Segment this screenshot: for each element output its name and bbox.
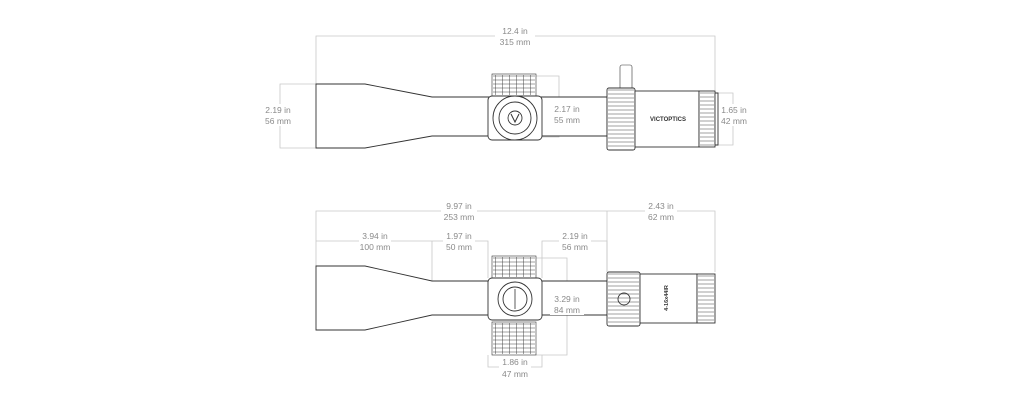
rear-tube-in: 2.19 in — [562, 231, 588, 241]
overall-length-in: 12.4 in — [502, 26, 528, 36]
overall-length-mm: 315 mm — [500, 37, 531, 47]
diopter-ring — [698, 90, 716, 148]
turret-span-mm: 84 mm — [554, 305, 580, 315]
objective-to-eyepiece-mm: 253 mm — [444, 212, 475, 222]
front-tube-mm: 50 mm — [446, 242, 472, 252]
turret-width-in: 1.86 in — [502, 357, 528, 367]
objective-to-eyepiece-in: 9.97 in — [446, 201, 472, 211]
eyepiece-body-top — [639, 273, 698, 324]
objective-to-eyepiece-line — [315, 210, 716, 272]
eyepiece-diameter-in: 1.65 in — [721, 105, 747, 115]
eyepiece-body — [634, 90, 700, 148]
rear-tube-mm: 56 mm — [562, 242, 588, 252]
front-tube-in: 1.97 in — [446, 231, 472, 241]
turret-height-in: 2.17 in — [554, 104, 580, 114]
objective-diameter-in: 2.19 in — [265, 105, 291, 115]
objective-diameter-mm: 56 mm — [265, 116, 291, 126]
turret-width-mm: 47 mm — [502, 369, 528, 379]
turret-span-in: 3.29 in — [554, 294, 580, 304]
elevation-turret — [491, 73, 537, 97]
eyepiece-length-in: 2.43 in — [648, 201, 674, 211]
side-focus-turret — [491, 321, 537, 356]
brand-label: VICTOPTICS — [650, 117, 686, 123]
illumination-knob — [617, 292, 631, 306]
turret-height-mm: 55 mm — [554, 115, 580, 125]
magnification-ring — [606, 87, 636, 151]
side-view: 12.4 in 315 mm 2.19 in 56 mm 1.65 in 42 … — [262, 26, 750, 151]
throw-lever — [619, 64, 633, 91]
objective-bell-mm: 100 mm — [360, 242, 391, 252]
model-label: 4-16x44IR — [664, 285, 670, 311]
diopter-ring-top — [696, 273, 716, 324]
objective-bell-in: 3.94 in — [362, 231, 388, 241]
eyepiece-length-mm: 62 mm — [648, 212, 674, 222]
eyepiece-diameter-mm: 42 mm — [721, 116, 747, 126]
elevation-turret-top — [491, 255, 537, 279]
top-view: 9.97 in 253 mm 2.43 in 62 mm 3.94 in 100… — [315, 201, 716, 379]
